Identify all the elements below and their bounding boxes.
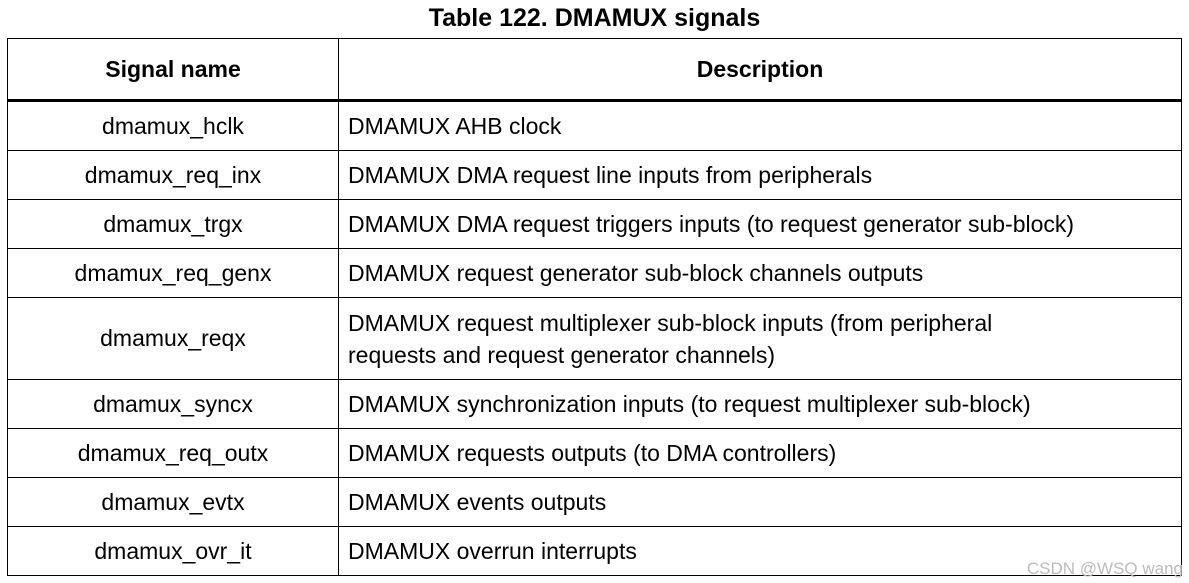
table-row: dmamux_hclk DMAMUX AHB clock (7, 100, 1182, 151)
table-row: dmamux_evtx DMAMUX events outputs (7, 477, 1182, 527)
table-row: dmamux_reqx DMAMUX request multiplexer s… (7, 297, 1182, 380)
signal-name-cell: dmamux_hclk (7, 100, 339, 151)
description-line: DMAMUX synchronization inputs (to reques… (348, 391, 1031, 417)
description-cell: DMAMUX request generator sub-block chann… (338, 248, 1182, 298)
table-row: dmamux_req_inx DMAMUX DMA request line i… (7, 150, 1182, 200)
description-cell: DMAMUX AHB clock (338, 100, 1182, 151)
signal-name-cell: dmamux_trgx (7, 199, 339, 249)
description-line: DMAMUX DMA request line inputs from peri… (348, 162, 873, 188)
description-cell: DMAMUX request multiplexer sub-block inp… (338, 297, 1182, 380)
table-header-row: Signal name Description (7, 38, 1182, 102)
description-line: DMAMUX request generator sub-block chann… (348, 260, 924, 286)
table-row: dmamux_trgx DMAMUX DMA request triggers … (7, 199, 1182, 249)
table-row: dmamux_ovr_it DMAMUX overrun interrupts (7, 526, 1182, 576)
description-line: DMAMUX DMA request triggers inputs (to r… (348, 211, 1075, 237)
description-cell: DMAMUX DMA request triggers inputs (to r… (338, 199, 1182, 249)
description-line: DMAMUX overrun interrupts (348, 538, 637, 564)
description-line: DMAMUX request multiplexer sub-block inp… (348, 309, 993, 336)
table-row: dmamux_req_outx DMAMUX requests outputs … (7, 428, 1182, 478)
signal-name-cell: dmamux_req_outx (7, 428, 339, 478)
table-row: dmamux_req_genx DMAMUX request generator… (7, 248, 1182, 298)
description-cell: DMAMUX DMA request line inputs from peri… (338, 150, 1182, 200)
description-line: DMAMUX events outputs (348, 489, 607, 515)
header-signal-name: Signal name (7, 38, 339, 102)
description-cell: DMAMUX events outputs (338, 477, 1182, 527)
header-description: Description (338, 38, 1182, 102)
description-cell: DMAMUX synchronization inputs (to reques… (338, 379, 1182, 429)
signal-name-cell: dmamux_syncx (7, 379, 339, 429)
dmamux-signals-table: Signal name Description dmamux_hclk DMAM… (7, 38, 1182, 576)
signal-name-cell: dmamux_reqx (7, 297, 339, 380)
signal-name-cell: dmamux_evtx (7, 477, 339, 527)
table-caption: Table 122. DMAMUX signals (428, 4, 761, 32)
signal-name-cell: dmamux_ovr_it (7, 526, 339, 576)
signal-name-cell: dmamux_req_inx (7, 150, 339, 200)
description-cell: DMAMUX requests outputs (to DMA controll… (338, 428, 1182, 478)
description-line: DMAMUX requests outputs (to DMA controll… (348, 440, 837, 466)
watermark: CSDN @WSQ wang (1026, 559, 1183, 578)
description-line: requests and request generator channels) (348, 341, 776, 368)
table-row: dmamux_syncx DMAMUX synchronization inpu… (7, 379, 1182, 429)
signal-name-cell: dmamux_req_genx (7, 248, 339, 298)
description-line: DMAMUX AHB clock (348, 113, 562, 139)
description-cell: DMAMUX overrun interrupts (338, 526, 1182, 576)
